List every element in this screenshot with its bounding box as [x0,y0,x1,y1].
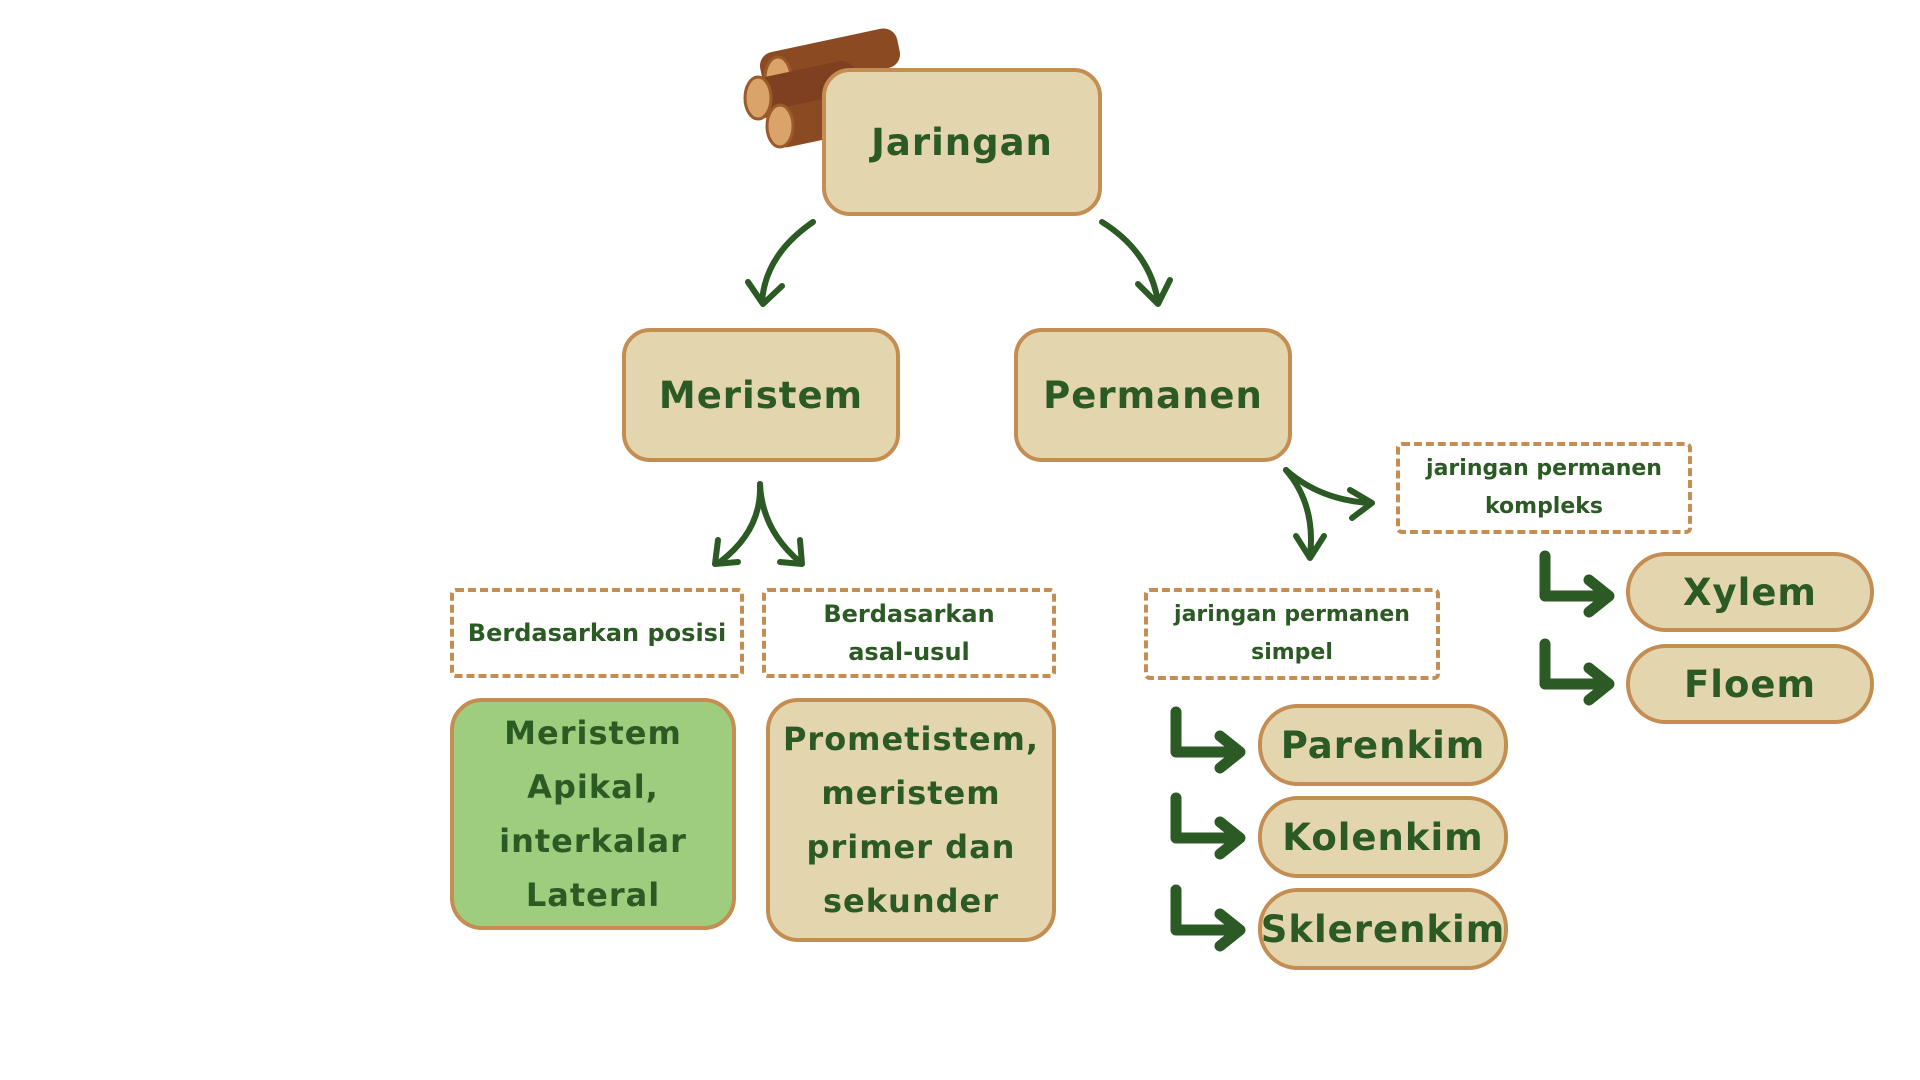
elbow-arrow-icon [1539,550,1605,602]
node-meristem-label: Meristem [658,373,864,417]
node-meristem: Meristem [622,328,900,462]
item-sklerenkim-label: Sklerenkim [1260,907,1506,951]
elbow-arrow-icon [1539,638,1605,690]
category-asal-label: Berdasarkan asal-usul [823,600,995,666]
elbow-arrow-head [1214,908,1246,952]
node-jaringan: Jaringan [822,68,1102,216]
value-posisi-text: Meristem Apikal, interkalar Lateral [499,714,687,914]
arrow-root-to-meristem [759,219,816,305]
elbow-arrow-head [1214,730,1246,774]
arrow-head-asal [777,537,805,567]
category-berdasarkan-posisi: Berdasarkan posisi [450,588,744,678]
category-permanen-simpel: jaringan permanen simpel [1144,588,1440,680]
elbow-arrow-head [1214,816,1246,860]
arrow-head-permanen [1135,277,1173,307]
arrow-head-posisi [712,537,741,567]
arrow-head-simpel [1293,533,1327,561]
elbow-arrow-icon [1170,884,1236,936]
item-parenkim-label: Parenkim [1280,723,1486,767]
value-asal-text: Prometistem, meristem primer dan sekunde… [782,720,1040,920]
value-meristem-posisi: Meristem Apikal, interkalar Lateral [450,698,736,930]
item-kolenkim: Kolenkim [1258,796,1508,878]
category-simpel-label: jaringan permanen simpel [1174,602,1410,665]
arrow-meristem-to-posisi [717,481,764,565]
item-parenkim: Parenkim [1258,704,1508,786]
arrow-permanen-to-kompleks [1283,467,1373,506]
node-permanen-label: Permanen [1043,373,1263,417]
arrow-meristem-to-asal [757,481,803,565]
item-xylem: Xylem [1626,552,1874,632]
arrow-head-meristem [745,279,785,307]
elbow-arrow-icon [1170,706,1236,758]
elbow-arrow-head [1583,574,1615,618]
category-permanen-kompleks: jaringan permanen kompleks [1396,442,1692,534]
elbow-arrow-icon [1170,792,1236,844]
category-berdasarkan-asal-usul: Berdasarkan asal-usul [762,588,1056,678]
item-sklerenkim: Sklerenkim [1258,888,1508,970]
category-posisi-label: Berdasarkan posisi [467,619,727,647]
node-jaringan-label: Jaringan [871,120,1053,164]
category-kompleks-label: jaringan permanen kompleks [1426,456,1662,519]
item-xylem-label: Xylem [1683,570,1817,614]
arrow-head-kompleks [1347,487,1375,521]
arrow-root-to-permanen [1099,219,1161,305]
node-permanen: Permanen [1014,328,1292,462]
item-kolenkim-label: Kolenkim [1282,815,1484,859]
elbow-arrow-head [1583,662,1615,706]
item-floem: Floem [1626,644,1874,724]
value-meristem-asal-usul: Prometistem, meristem primer dan sekunde… [766,698,1056,942]
item-floem-label: Floem [1683,662,1817,706]
